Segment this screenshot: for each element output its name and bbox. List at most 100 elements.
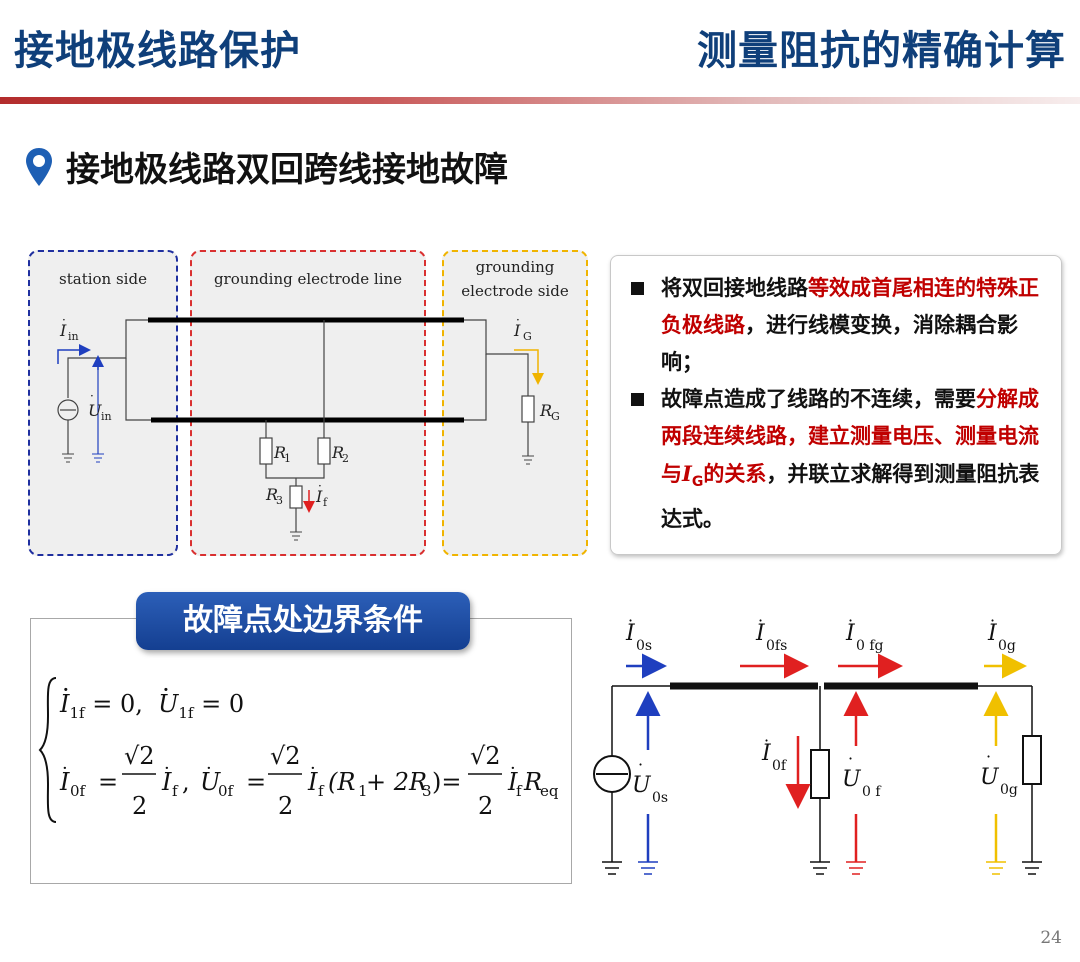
i0s-sub: 0s (636, 638, 652, 654)
svg-text:2: 2 (278, 792, 293, 820)
i0fs-sub: 0fs (766, 638, 787, 654)
i-f-sub: f (323, 496, 328, 509)
bullet-1-text-b: 等效成首尾相连的特殊正负极线路 (661, 276, 1039, 337)
left-brace (38, 677, 57, 823)
svg-text:I: I (987, 621, 998, 646)
bullet-2-text-a: 故障点造成了线路的不连续，需要 (661, 387, 976, 411)
circuit-diagram: station side grounding electrode line gr… (26, 246, 590, 558)
svg-text:·: · (848, 749, 853, 768)
i0f-sub: 0f (772, 758, 788, 774)
svg-text:·: · (310, 758, 316, 779)
header-divider (0, 97, 1080, 104)
i-g-sub: G (523, 330, 532, 343)
square-bullet-icon (631, 393, 644, 406)
condition-line-2: I· 0f = √2 2 I· f , U· 0f = √2 2 I· f (R… (59, 742, 558, 820)
svg-text:U: U (88, 401, 102, 420)
square-bullet-icon (631, 282, 644, 295)
svg-text:I: I (507, 768, 518, 796)
svg-text:,: , (182, 768, 190, 796)
svg-text:+ 2R: + 2R (366, 768, 427, 796)
i-in-sub: in (68, 330, 79, 343)
station-side-label: station side (59, 270, 147, 288)
svg-text:·: · (758, 611, 763, 630)
i0g-sub: 0g (998, 638, 1016, 654)
svg-text:U: U (632, 773, 652, 798)
svg-text:I: I (161, 768, 172, 796)
i0fg-sub: 0 fg (856, 638, 884, 654)
svg-text:·: · (164, 758, 170, 779)
svg-text:R: R (539, 401, 552, 420)
page-number: 24 (1040, 928, 1062, 948)
r3-sub: 3 (276, 494, 283, 507)
svg-text:U: U (980, 765, 1000, 790)
svg-text:3: 3 (422, 782, 432, 800)
svg-text:√2: √2 (270, 742, 301, 770)
svg-text:I: I (845, 621, 856, 646)
bullet-1-text-c: ，进行线模变换，消除耦合影响； (661, 313, 1018, 374)
u0g-sub: 0g (1000, 782, 1018, 798)
u0s-sub: 0s (652, 790, 668, 806)
svg-text:√2: √2 (470, 742, 501, 770)
svg-text:eq: eq (540, 782, 558, 800)
svg-text:√2: √2 (124, 742, 155, 770)
svg-text:(R: (R (328, 768, 355, 796)
svg-text:2: 2 (478, 792, 493, 820)
section-title: 接地极线路双回跨线接地故障 (66, 150, 508, 190)
svg-text:·: · (516, 313, 520, 327)
svg-text:f: f (318, 782, 325, 800)
svg-text:·: · (848, 611, 853, 630)
svg-text:)=: )= (432, 768, 461, 796)
location-pin-icon (26, 148, 52, 186)
boundary-conditions-title: 故障点处边界条件 (136, 592, 470, 650)
zero-mode-diagram: I· I· I· I· I· U· U· U· 0s 0fs 0 fg 0g 0… (593, 611, 1042, 875)
svg-text:·: · (318, 479, 322, 493)
svg-text:I: I (513, 321, 521, 340)
svg-text:f: f (172, 782, 179, 800)
svg-text:·: · (990, 611, 995, 630)
svg-text:2: 2 (132, 792, 147, 820)
svg-text:I: I (59, 768, 70, 796)
svg-text:U: U (200, 768, 221, 796)
svg-text:R: R (265, 485, 278, 504)
bullet-item-2: 故障点造成了线路的不连续，需要分解成两段连续线路，建立测量电压、测量电流与IG的… (627, 381, 1047, 538)
svg-text:·: · (62, 758, 68, 779)
svg-text:·: · (510, 758, 516, 779)
svg-text:·: · (986, 747, 991, 766)
svg-text:R: R (523, 768, 542, 796)
r2-sub: 2 (342, 452, 349, 465)
svg-text:·: · (764, 731, 769, 750)
svg-text:U: U (842, 767, 862, 792)
header-right-title: 测量阻抗的精确计算 (697, 28, 1066, 74)
svg-text:R: R (331, 443, 344, 462)
bullet-1-text-a: 将双回接地线路 (661, 276, 808, 300)
u0f-sub: 0 f (862, 784, 882, 800)
svg-text:·: · (90, 389, 94, 403)
boundary-conditions-box (30, 618, 572, 884)
svg-text:1: 1 (358, 782, 368, 800)
electrode-label-line1: grounding (475, 258, 555, 276)
station-side-zone: station side (28, 250, 178, 556)
svg-text:·: · (628, 611, 633, 630)
svg-text:I: I (755, 621, 766, 646)
svg-text:·: · (638, 755, 643, 774)
svg-text:I: I (307, 768, 318, 796)
electrode-label-line2: electrode side (461, 282, 569, 300)
header-left-title: 接地极线路保护 (14, 28, 301, 74)
svg-text:0f: 0f (218, 782, 235, 800)
r1-sub: 1 (284, 452, 291, 465)
svg-text:f: f (516, 782, 523, 800)
svg-text:=: = (98, 768, 118, 796)
svg-text:I: I (315, 487, 323, 506)
svg-text:=: = (246, 768, 266, 796)
bullet-2-symbol-sub: G (691, 474, 704, 491)
svg-text:I: I (625, 621, 636, 646)
bullet-2-symbol: I (682, 461, 692, 486)
svg-text:·: · (62, 313, 66, 327)
line-zone-label: grounding electrode line (213, 270, 403, 288)
bullet-2-text-b: 分解成两段连续线路，建立测量电压、测量电流与 (661, 387, 1039, 486)
svg-text:·: · (206, 758, 212, 779)
bullet-item-1: 将双回接地线路等效成首尾相连的特殊正负极线路，进行线模变换，消除耦合影响； (627, 270, 1047, 381)
explanation-box: 将双回接地线路等效成首尾相连的特殊正负极线路，进行线模变换，消除耦合影响； 故障… (610, 255, 1062, 555)
svg-text:I: I (59, 321, 67, 340)
